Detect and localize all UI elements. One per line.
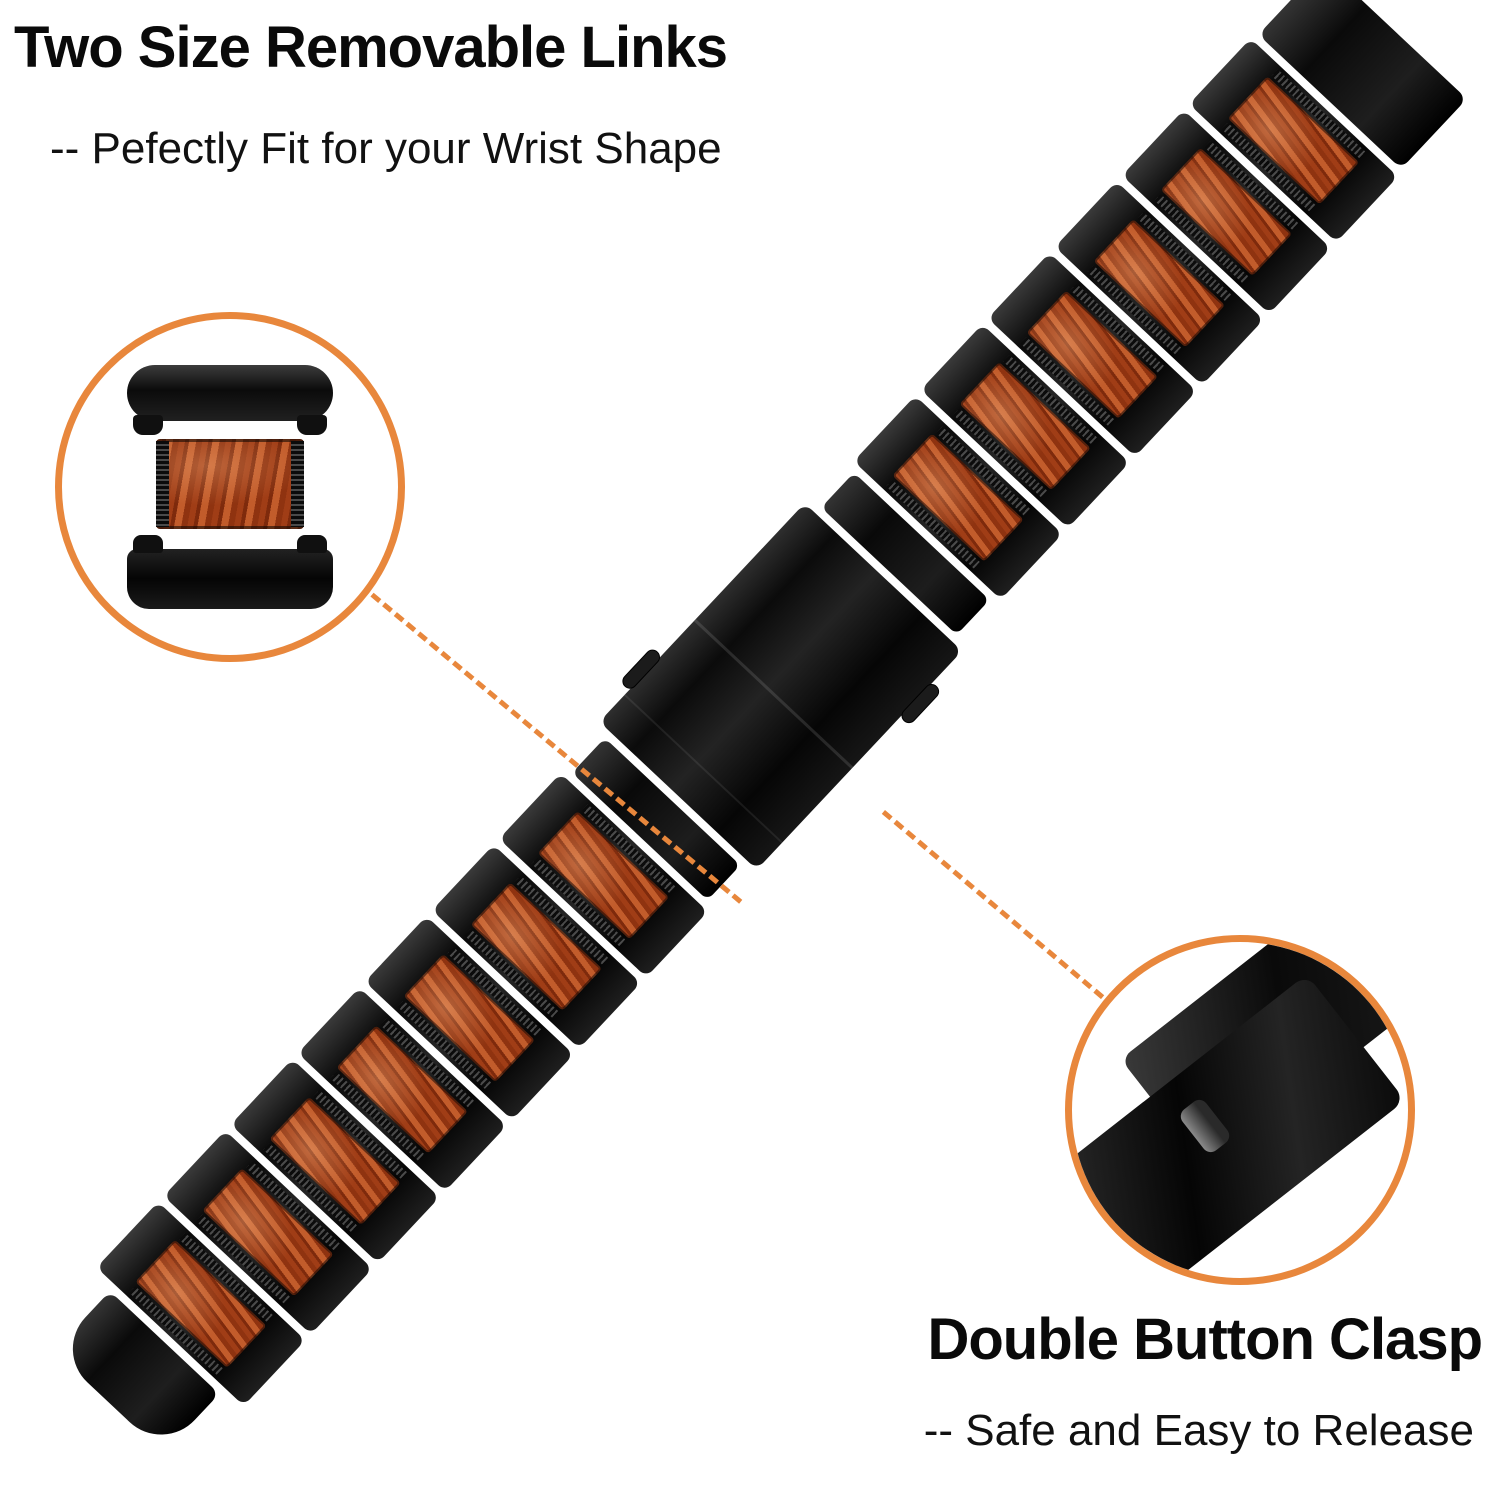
clasp-subtitle: -- Safe and Easy to Release: [923, 1406, 1474, 1455]
clasp-title: Double Button Clasp: [927, 1307, 1483, 1372]
clasp-closeup: [1072, 942, 1408, 1278]
band-links-upper: [853, 38, 1398, 600]
band-links-lower: [96, 773, 708, 1406]
clasp-release-button-bottom: [899, 682, 941, 725]
callout-circle-clasp: [1065, 935, 1415, 1285]
link-bottom-bracket: [127, 535, 333, 609]
removable-links-subtitle: -- Pefectly Fit for your Wrist Shape: [50, 124, 722, 173]
link-top-cap: [127, 365, 333, 435]
link-wood-inlay-closeup: [156, 439, 304, 529]
callout-circle-removable-links: [55, 312, 405, 662]
removable-links-title: Two Size Removable Links: [14, 15, 728, 80]
clasp-release-button-top: [620, 647, 662, 691]
leader-line-clasp: [881, 810, 1105, 1000]
